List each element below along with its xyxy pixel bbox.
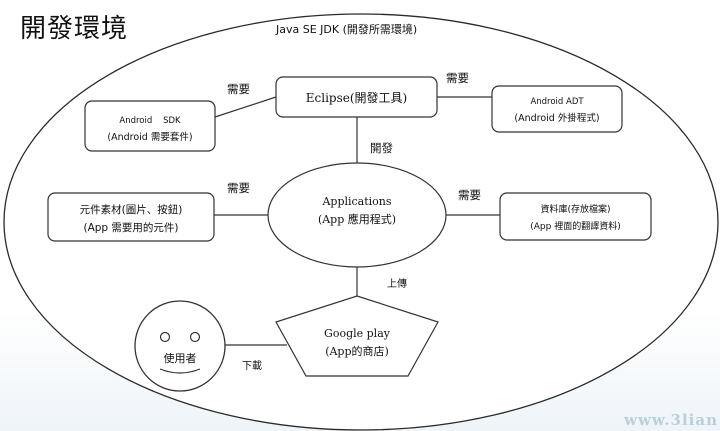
user-right-eye-icon: [189, 331, 201, 343]
android-adt-line1: Android ADT: [530, 97, 584, 107]
android-sdk-line1: Android SDK: [119, 116, 181, 126]
user-left-eye-icon: [159, 331, 171, 343]
node-eclipse: Eclipse(開發工具): [275, 76, 438, 118]
edge-label-need-components: 需要: [227, 181, 250, 195]
page-heading: 開發環境: [20, 14, 129, 44]
google-play-line1: Google play: [324, 327, 391, 340]
user-label: 使用者: [164, 352, 197, 365]
node-android-sdk: Android SDK (Android 需要套件): [84, 100, 216, 152]
user-smile-icon: [159, 368, 201, 374]
edge-label-download: 下載: [242, 360, 262, 372]
components-line1: 元件素材(圖片、按鈕): [80, 203, 183, 216]
edge-label-need-adt: 需要: [446, 71, 469, 85]
watermark: www.3lian: [624, 411, 718, 429]
user-face-icon: [134, 300, 226, 392]
edge-label-need-database: 需要: [458, 188, 481, 202]
node-android-adt: Android ADT (Android 外掛程式): [491, 85, 623, 133]
applications-line2: (App 應用程式): [318, 212, 396, 226]
applications-line1: Applications: [321, 195, 391, 208]
node-applications: Applications (App 應用程式): [267, 162, 447, 268]
android-adt-line2: (Android 外掛程式): [514, 112, 599, 124]
google-play-line2: (App的商店): [325, 344, 389, 358]
database-line2: (App 裡面的翻譯資料): [530, 220, 620, 232]
node-google-play: Google play (App的商店): [275, 295, 439, 377]
components-line2: (App 需要用的元件): [83, 221, 178, 234]
edge-label-develop: 開發: [370, 141, 393, 155]
eclipse-label: Eclipse(開發工具): [306, 90, 407, 105]
edge-eclipse-sdk: [214, 96, 277, 118]
android-sdk-line2: (Android 需要套件): [107, 131, 192, 143]
node-user: 使用者: [134, 300, 226, 392]
database-line1: 資料庫(存放檔案): [540, 203, 610, 215]
edge-label-need-sdk: 需要: [227, 82, 250, 96]
connectors: [214, 96, 500, 346]
jdk-label: Java SE JDK (開發所需環境): [275, 22, 417, 36]
node-database: 資料庫(存放檔案) (App 裡面的翻譯資料): [499, 192, 652, 241]
edge-label-upload: 上傳: [387, 277, 407, 290]
node-components: 元件素材(圖片、按鈕) (App 需要用的元件): [47, 192, 215, 242]
